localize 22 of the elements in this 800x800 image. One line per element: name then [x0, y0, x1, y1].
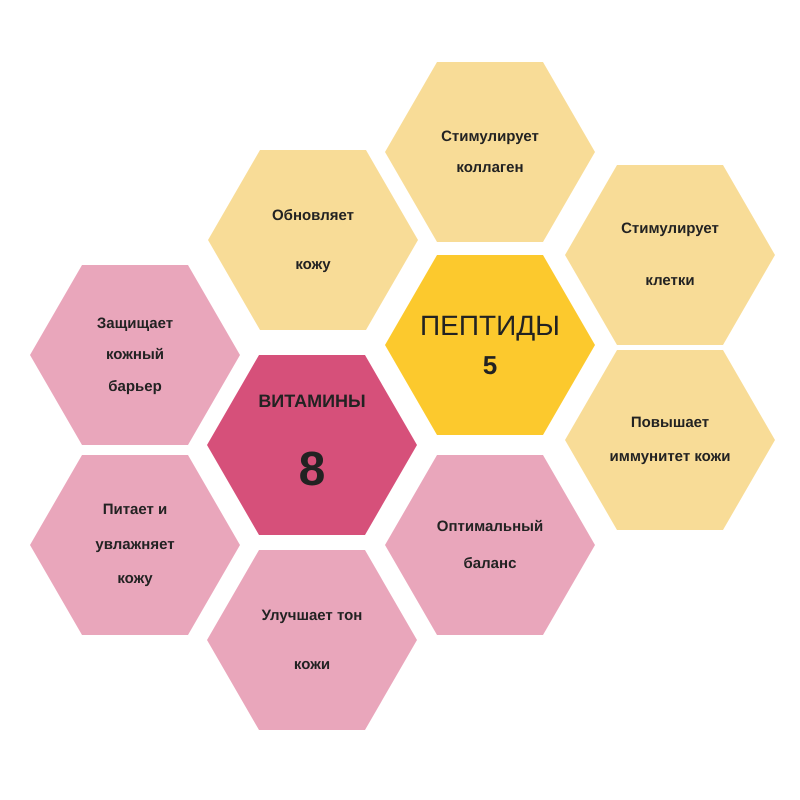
benefit-text: Оптимальный баланс [436, 516, 544, 574]
benefit-text: Улучшает тон кожи [260, 606, 364, 675]
hexagon-tile [30, 455, 240, 635]
hexagon-tile [207, 355, 417, 535]
benefit-text: Защищает кожный барьер [96, 314, 174, 397]
benefit-text: Повышает иммунитет кожи [608, 412, 732, 467]
hexagon-tile [385, 62, 595, 242]
hexagon-tile [385, 255, 595, 435]
hexagon-tile [565, 165, 775, 345]
hexagon-tile [207, 550, 417, 730]
hexagon-tile [385, 455, 595, 635]
category-title: ПЕПТИДЫ [419, 308, 561, 342]
benefit-text: Обновляет кожу [271, 206, 355, 275]
hexagon-tile [208, 150, 418, 330]
benefit-text: Стимулирует коллаген [440, 126, 540, 178]
category-title: ВИТАМИНЫ [257, 391, 367, 413]
hexagon-tile [565, 350, 775, 530]
benefit-text: Питает и увлажняет кожу [94, 500, 176, 590]
count-number: 5 [482, 350, 498, 382]
benefit-text: Стимулирует клетки [620, 218, 720, 291]
hexagon-tile [30, 265, 240, 445]
count-number: 8 [298, 442, 326, 498]
